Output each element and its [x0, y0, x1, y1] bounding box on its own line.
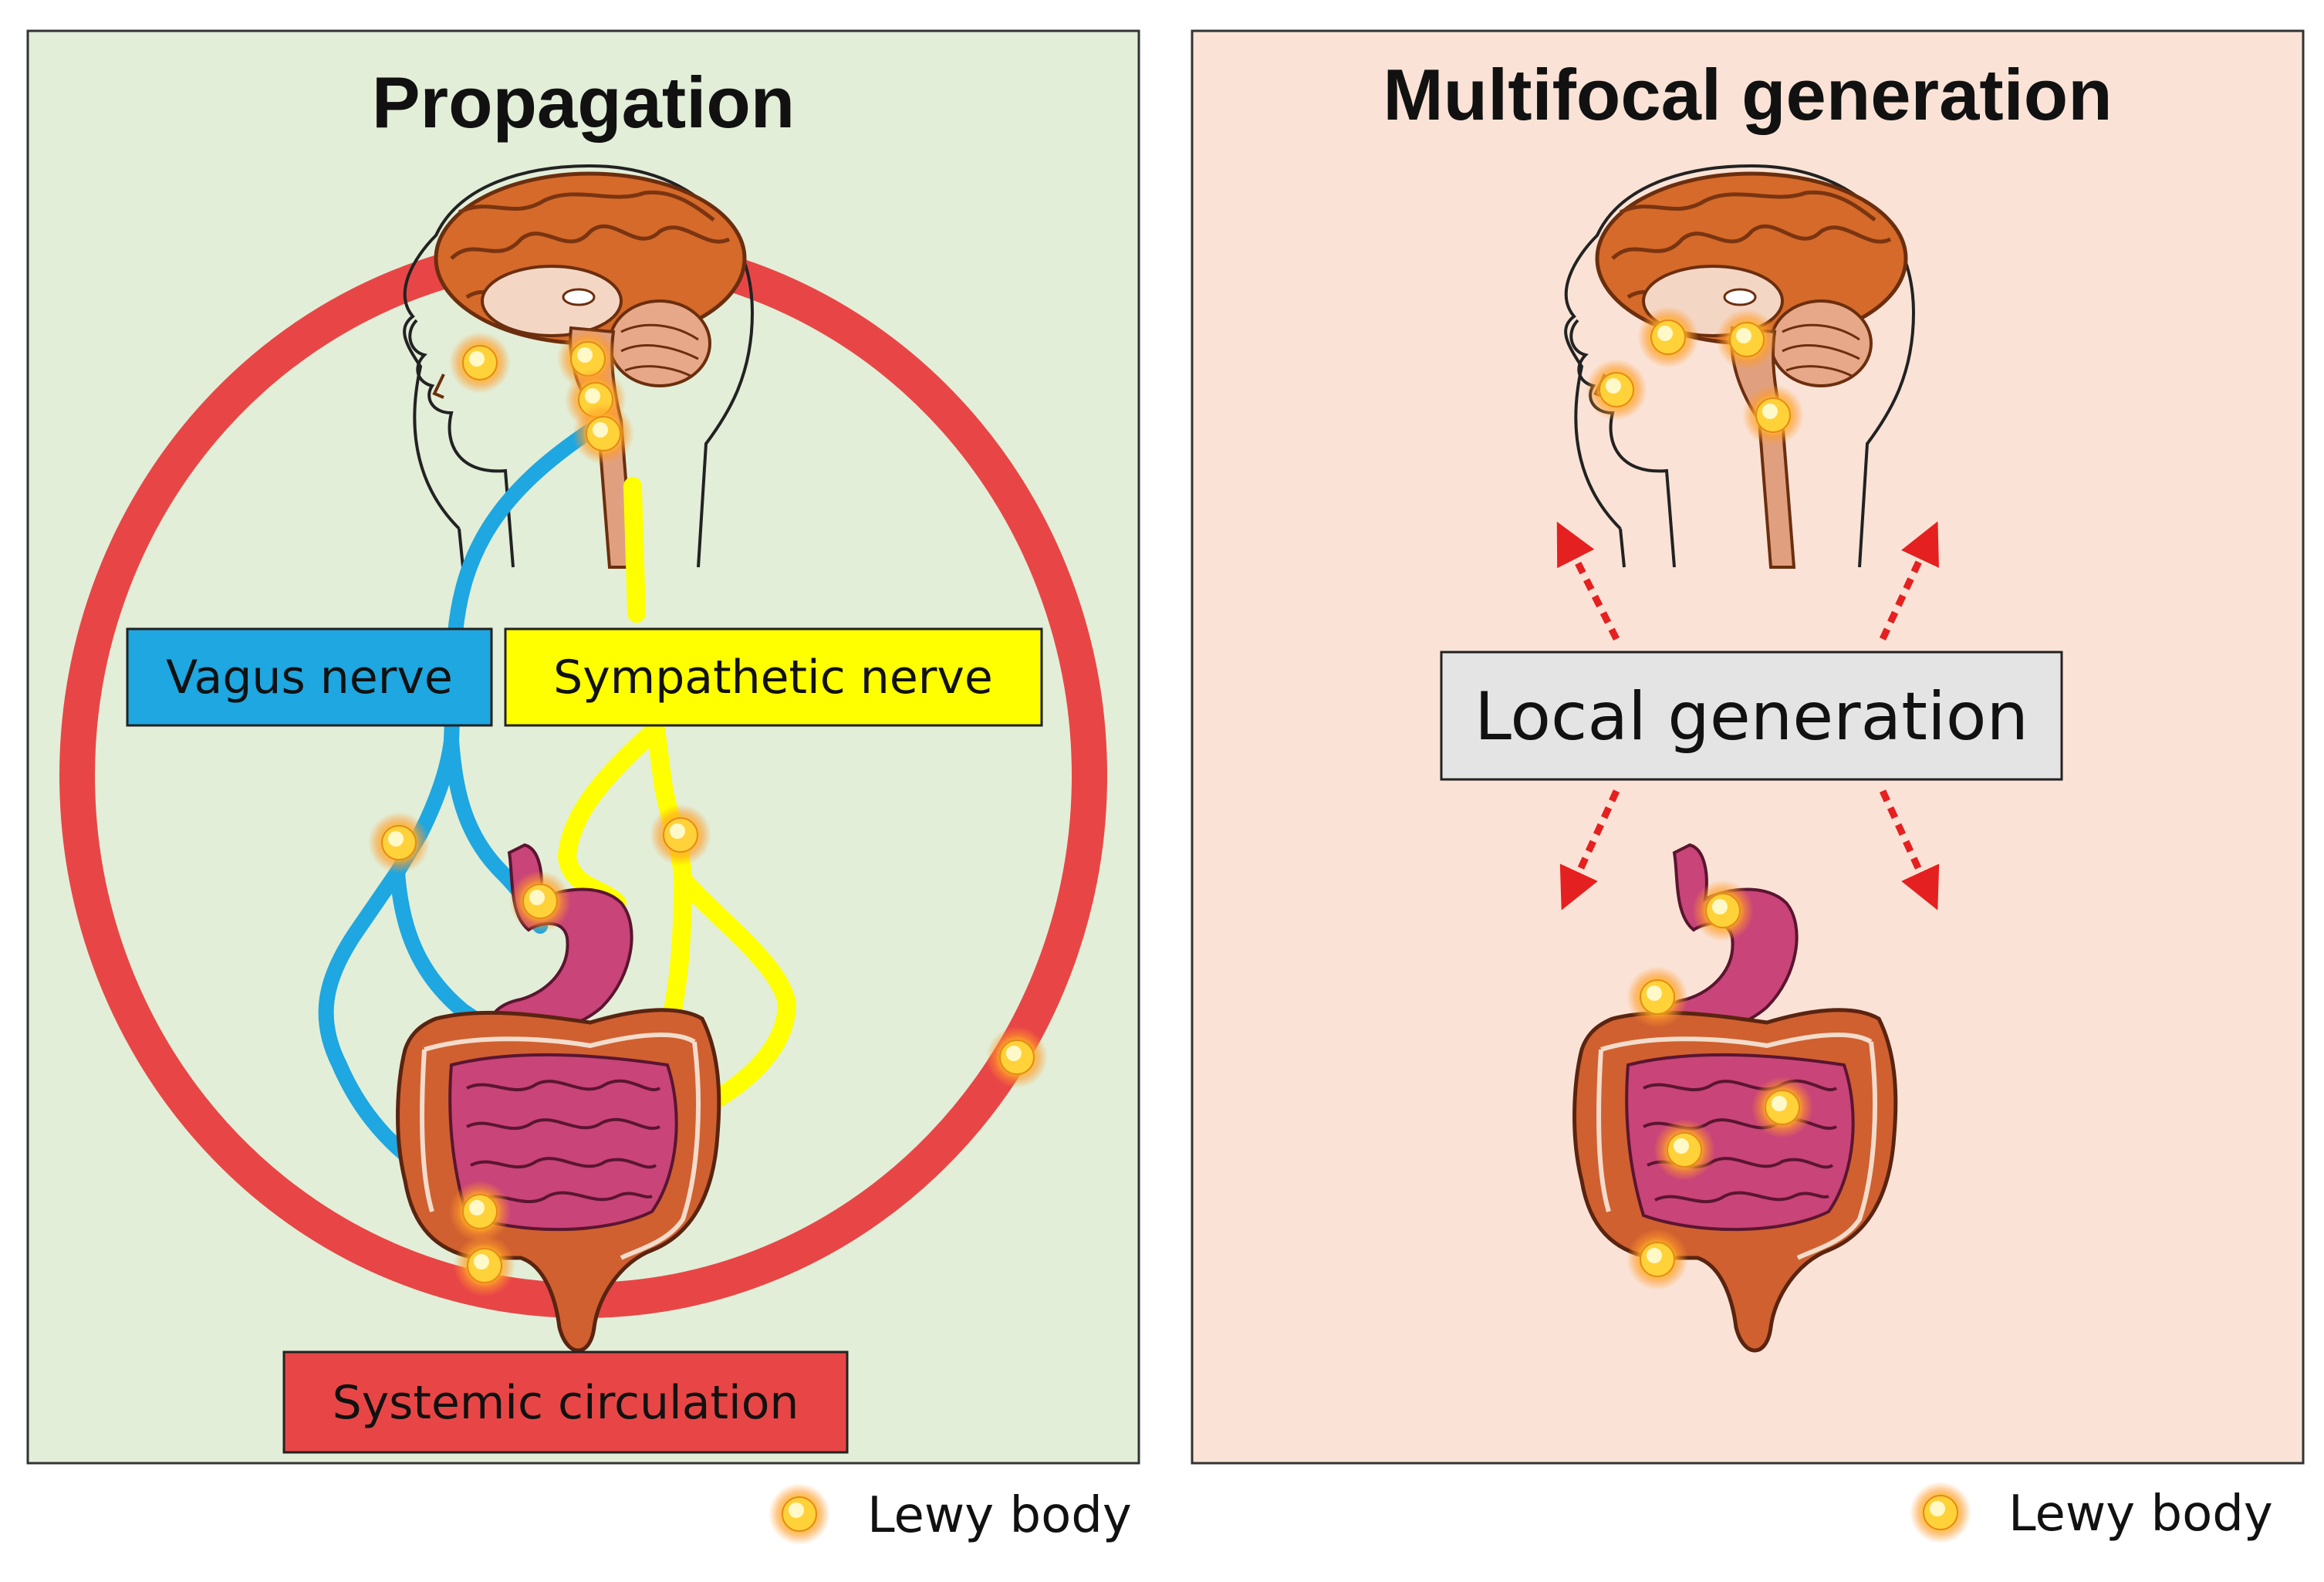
lewy-body-icon: [572, 402, 635, 465]
lewy-body-icon: [1626, 1228, 1689, 1291]
lewy-body-legend-icon: [1909, 1481, 1972, 1544]
systemic-circulation-box: [282, 1350, 849, 1454]
lewy-body-legend-label: Lewy body: [2008, 1486, 2273, 1543]
lewy-body-icon: [1585, 358, 1648, 421]
local-generation-label: Local generation: [1474, 678, 2028, 756]
lewy-body-icon: [1626, 965, 1689, 1029]
lewy-body-legend-icon: [768, 1482, 831, 1546]
sympathetic-nerve-box: [504, 627, 1043, 727]
lewy-body-icon: [1741, 384, 1805, 447]
local-generation-box: [1440, 651, 2063, 781]
lewy-body-icon: [1751, 1076, 1814, 1139]
lewy-body-icon: [1691, 879, 1755, 942]
lewy-body-icon: [508, 870, 572, 933]
multifocal-title: Multifocal generation: [1383, 54, 2112, 135]
systemic-circulation-label: Systemic circulation: [333, 1376, 799, 1430]
lewy-body-legend-label: Lewy body: [867, 1487, 1132, 1544]
lewy-body-icon: [985, 1026, 1049, 1089]
vagus-nerve-box: [126, 627, 493, 727]
lewy-body-icon: [1653, 1118, 1716, 1181]
vagus-nerve-label: Vagus nerve: [166, 651, 453, 705]
lewy-body-icon: [649, 803, 712, 867]
lewy-body-icon: [1715, 308, 1778, 371]
lewy-body-icon: [367, 811, 431, 874]
lewy-body-icon: [1637, 306, 1700, 369]
propagation-title: Propagation: [372, 62, 795, 143]
lewy-body-icon: [448, 331, 512, 394]
lewy-body-icon: [448, 1180, 512, 1243]
sympathetic-nerve-label: Sympathetic nerve: [553, 651, 993, 705]
lewy-body-icon: [453, 1234, 516, 1297]
